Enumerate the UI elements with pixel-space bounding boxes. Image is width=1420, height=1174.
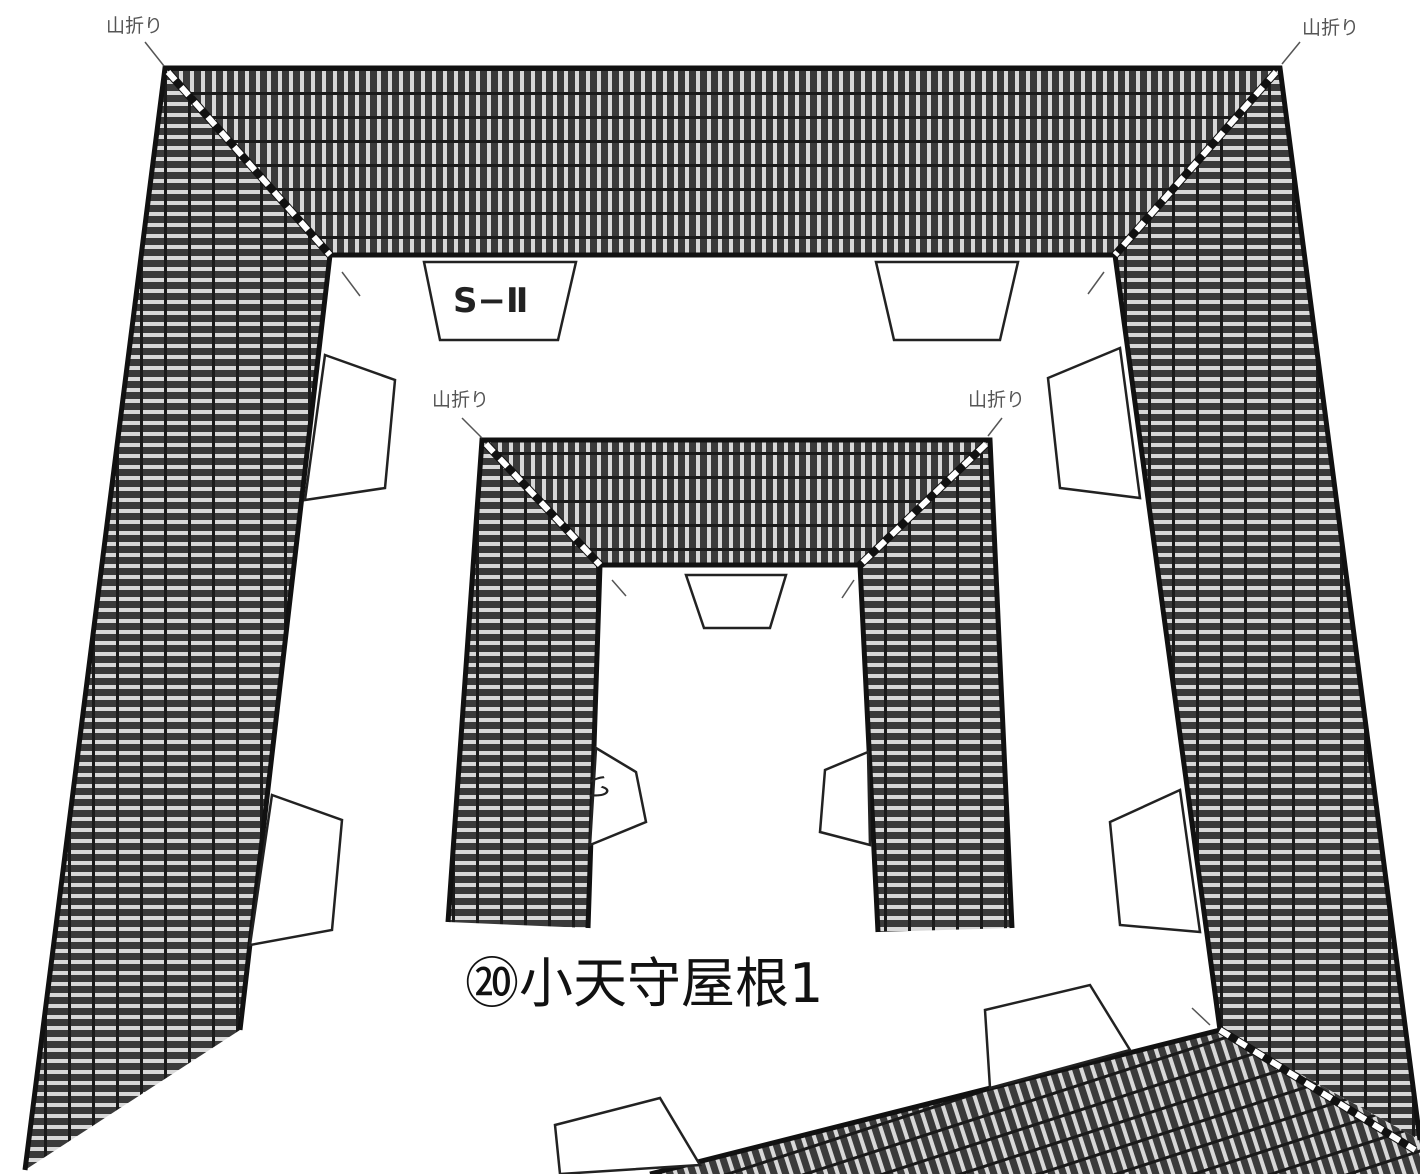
- tab-bottom-left: [553, 1096, 703, 1174]
- inner-roof-top-band: [482, 440, 990, 565]
- fold-label-top-left: 山折り: [106, 15, 163, 37]
- outer-fold-lines: [165, 69, 1418, 1154]
- inner-roof-right-band: [860, 440, 1012, 932]
- outer-roof-bottom-band: [650, 1030, 1420, 1174]
- tab-right-lower: [1108, 788, 1202, 934]
- corner-tick-marks: [341, 271, 1211, 1026]
- tab-right-upper: [1046, 346, 1142, 500]
- tab-left-upper: [303, 353, 397, 502]
- inner-fold-lines: [483, 441, 989, 568]
- tab-bottom-right: [983, 983, 1132, 1090]
- outer-roof-left-band: [25, 68, 330, 1170]
- fold-label-inner-right: 山折り: [968, 389, 1025, 411]
- outer-roof-piece: [22, 65, 1420, 1174]
- fold-label-top-right: 山折り: [1302, 17, 1359, 39]
- fold-label-inner-left: 山折り: [432, 389, 489, 411]
- diagram-title: ⑳小天守屋根1: [465, 952, 823, 1015]
- inner-roof-piece: [445, 437, 1015, 933]
- tab-left-lower: [248, 793, 344, 947]
- tab-s2: [422, 260, 578, 342]
- outer-roof-top-band: [165, 68, 1280, 255]
- tab-inner-right: [818, 750, 872, 847]
- glue-tabs: [248, 260, 1202, 1174]
- fold-label-leaders: [144, 41, 1301, 439]
- inner-roof-left-band: [448, 440, 600, 928]
- tab-inner-top: [684, 573, 788, 630]
- tab-inner-left: [588, 745, 648, 847]
- tab-s2-label: S−Ⅱ: [453, 281, 528, 321]
- outer-roof-right-band: [1115, 68, 1420, 1140]
- tab-top-right: [874, 260, 1020, 342]
- tab-small-label: い: [585, 774, 615, 800]
